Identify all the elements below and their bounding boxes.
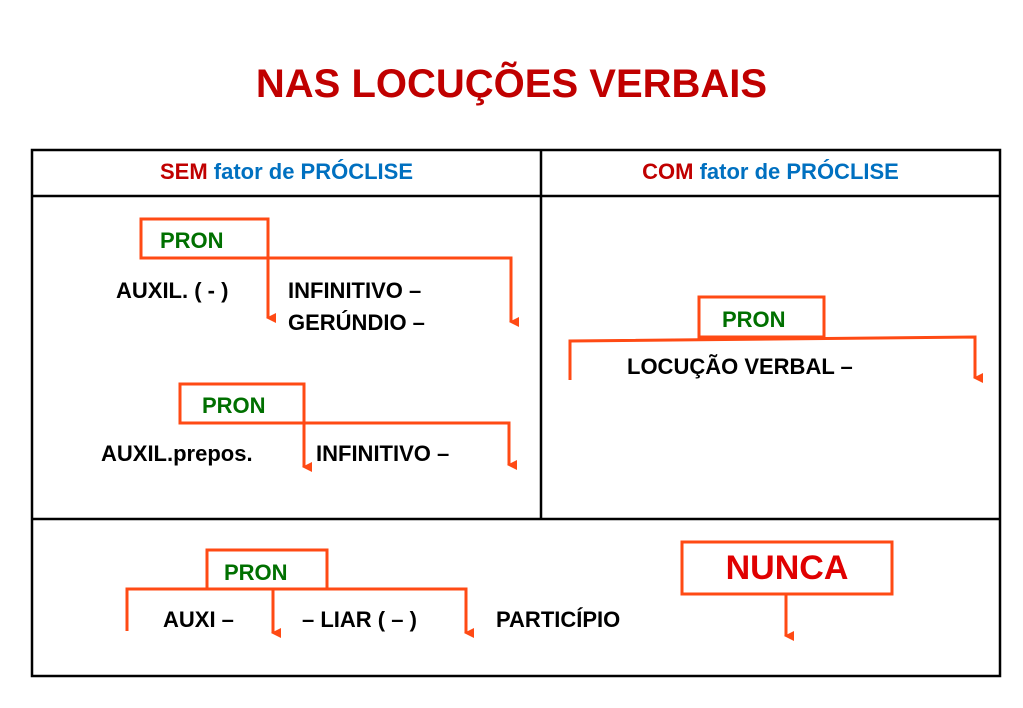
gerundio-label: GERÚNDIO – [288, 310, 425, 335]
pron-label-participio: PRON [224, 560, 288, 585]
liar-label: – LIAR ( – ) [302, 607, 417, 632]
arrow-sem-2-right [304, 421, 517, 470]
infinitivo-label-1: INFINITIVO – [288, 278, 422, 303]
locucao-verbal-label: LOCUÇÃO VERBAL – [627, 354, 853, 379]
arrow-sem-1-right [268, 256, 519, 327]
header-sem-word: SEM [159, 159, 208, 184]
nunca-label: NUNCA [725, 549, 849, 587]
arrows [125, 256, 983, 641]
auxil-label: AUXIL. ( - ) [116, 278, 229, 303]
header-com-rest: fator de PRÓCLISE [693, 159, 899, 184]
page-title: NAS LOCUÇÕES VERBAIS [255, 62, 768, 106]
pron-label-sem-2: PRON [202, 393, 266, 418]
infinitivo-label-2: INFINITIVO – [316, 441, 450, 466]
pron-box-sem-2 [178, 382, 306, 425]
auxi-label: AUXI – [163, 607, 234, 632]
pron-boxes [139, 217, 894, 596]
arrow-com-span [568, 335, 983, 383]
pron-label-com: PRON [722, 307, 786, 332]
pron-box-sem-1 [139, 217, 270, 260]
auxil-prepos-label: AUXIL.prepos. [101, 441, 253, 466]
header-sem-rest: fator de PRÓCLISE [207, 159, 414, 184]
table-grid [30, 148, 1002, 678]
header-com-word: COM [642, 159, 694, 184]
pron-box-com [697, 295, 826, 339]
arrow-participio-span [125, 587, 474, 638]
participio-label: PARTICÍPIO [496, 607, 621, 632]
pron-label-sem-1: PRON [160, 228, 224, 253]
header-com-fator: COM fator de PRÓCLISE [541, 150, 1000, 194]
table-border [30, 148, 1002, 678]
header-sem-fator: SEM fator de PRÓCLISE [32, 150, 541, 194]
